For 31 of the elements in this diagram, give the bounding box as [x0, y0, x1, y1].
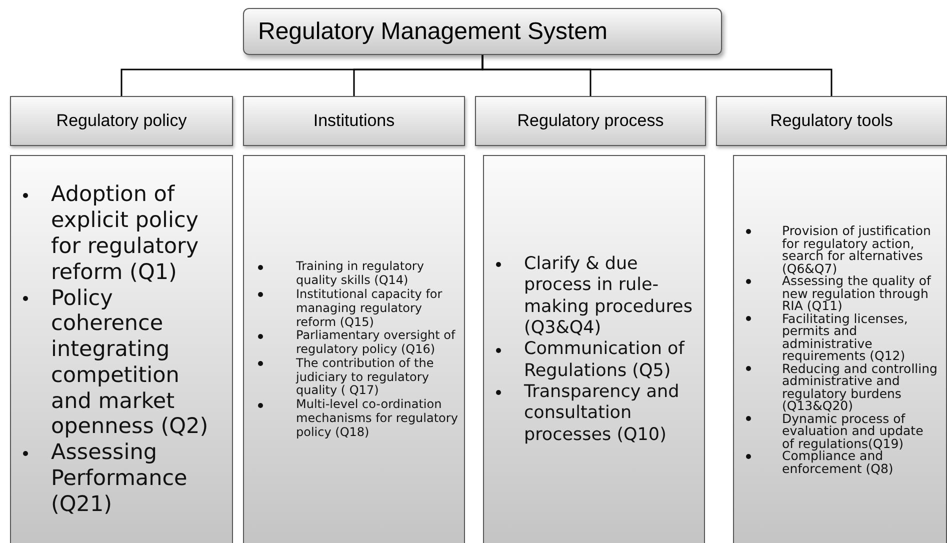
- list-item-text: Multi-level co-ordination mechanisms for regulatory policy (Q18): [296, 397, 458, 439]
- content-panel: [483, 155, 705, 543]
- content-panel: [243, 155, 465, 543]
- list-item-text: Facilitating licenses, permits and administrative requirements (Q12): [782, 310, 908, 363]
- title-text: Regulatory Management System: [258, 18, 608, 46]
- list-item-text: Training in regulatory quality skills (Q14): [296, 259, 424, 288]
- list-item-text: Dynamic process of evaluation and update of regulations(Q19): [782, 410, 924, 450]
- category-label: Institutions: [313, 111, 395, 131]
- list-item-text: Parliamentary oversight of regulatory policy (Q16): [296, 328, 456, 356]
- list-item-text: Transparency and consultation processes (Q10): [524, 382, 680, 445]
- category-label: Regulatory process: [517, 111, 664, 131]
- list-item-text: Adoption of explicit policy for regulatory reform (Q1): [51, 182, 199, 285]
- list-item-text: Assessing Performance (Q21): [51, 440, 188, 517]
- list-item-text: Assessing the quality of new regulation through RIA (Q11): [782, 273, 931, 313]
- connector-line: [482, 55, 832, 96]
- category-box: [243, 96, 465, 146]
- category-box: [716, 96, 947, 146]
- category-box: [10, 96, 233, 146]
- category-label: Regulatory policy: [56, 111, 187, 131]
- content-panel: [733, 155, 947, 543]
- list-item-text: Reducing and controlling administrative and regulatory burdens (Q13&Q20): [782, 360, 938, 413]
- category-label: Regulatory tools: [770, 111, 893, 131]
- list-item-text: Provision of justification for regulatory action, search for alternatives (Q6&Q7): [782, 223, 931, 276]
- list-item-text: Communication of Regulations (Q5): [524, 339, 684, 381]
- list-item-text: Clarify & due process in rule-making procedures (Q3&Q4): [524, 254, 692, 338]
- title-box: [243, 8, 722, 55]
- list-item-text: Policy coherence integrating competition and market openness (Q2): [51, 286, 208, 440]
- list-item-text: The contribution of the judiciary to regulatory quality ( Q17): [296, 356, 434, 398]
- category-box: [475, 96, 706, 146]
- list-item-text: Institutional capacity for managing regulatory reform (Q15): [296, 286, 442, 328]
- content-panel: [10, 155, 233, 543]
